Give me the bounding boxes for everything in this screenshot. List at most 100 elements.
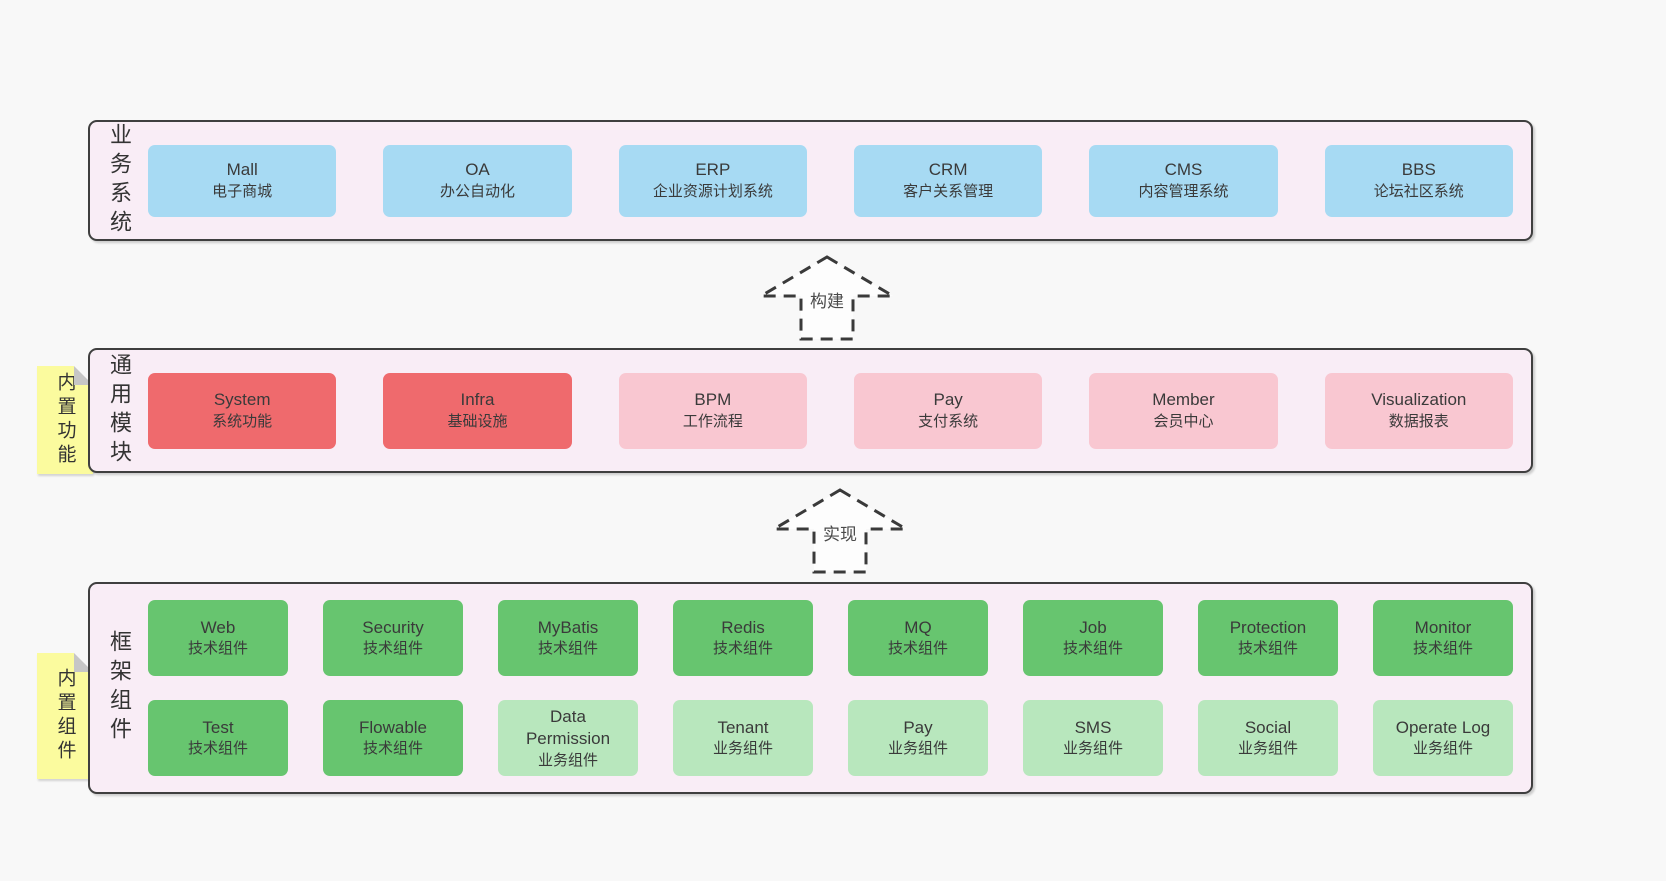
box-crm: CRM 客户关系管理 <box>853 144 1043 217</box>
module-description: 业务组件 <box>1237 740 1298 758</box>
module-name: Monitor <box>1414 617 1472 637</box>
module-name: Operate Log <box>1395 717 1491 737</box>
module-name: Protection <box>1229 617 1307 637</box>
box-mq: MQ 技术组件 <box>848 600 988 676</box>
box-oa: OA 办公自动化 <box>383 144 572 217</box>
module-name: ERP <box>695 160 731 180</box>
box-protection: Protection 技术组件 <box>1198 600 1338 676</box>
module-description: 客户关系管理 <box>903 182 994 200</box>
build-arrow: 构建 <box>757 253 897 343</box>
module-description: 业务组件 <box>712 740 773 758</box>
module-description: 技术组件 <box>537 640 598 658</box>
module-description: 电子商城 <box>212 182 273 200</box>
implement-arrow-label: 实现 <box>820 520 860 545</box>
panel-label-common-modules: 通用模块 <box>107 352 132 469</box>
module-name: BBS <box>1401 160 1436 180</box>
box-redis: Redis 技术组件 <box>673 600 813 676</box>
module-name: CMS <box>1164 160 1203 180</box>
module-name: Flowable <box>358 717 428 737</box>
module-name: Web <box>200 617 236 637</box>
module-description: 数据报表 <box>1388 412 1449 430</box>
sticky-tab-label: 内置功能 <box>54 372 76 468</box>
box-web: Web 技术组件 <box>148 600 288 676</box>
module-name: SMS <box>1074 717 1112 737</box>
module-description: 技术组件 <box>187 740 248 758</box>
box-data-permission: Data Permission 业务组件 <box>498 700 638 776</box>
module-name: Visualization <box>1371 390 1467 410</box>
box-tenant: Tenant 业务组件 <box>673 700 813 776</box>
module-description: 论坛社区系统 <box>1373 182 1464 200</box>
box-erp: ERP 企业资源计划系统 <box>618 144 807 217</box>
module-name: Data Permission <box>525 706 611 749</box>
box-flowable: Flowable 技术组件 <box>323 700 463 776</box>
module-name: OA <box>465 160 490 180</box>
module-name: Member <box>1152 390 1215 410</box>
module-description: 技术组件 <box>887 640 948 658</box>
module-description: 技术组件 <box>1412 640 1473 658</box>
box-mybatis: MyBatis 技术组件 <box>498 600 638 676</box>
module-name: Social <box>1244 717 1292 737</box>
module-description: 业务组件 <box>887 740 948 758</box>
sticky-tab-built-in-components: 内置组件 <box>37 653 93 779</box>
module-description: 办公自动化 <box>439 182 515 200</box>
box-social: Social 业务组件 <box>1198 700 1338 776</box>
module-description: 内容管理系统 <box>1138 182 1229 200</box>
box-infra: Infra 基础设施 <box>383 372 572 449</box>
box-bpm: BPM 工作流程 <box>618 372 807 449</box>
box-operate-log: Operate Log 业务组件 <box>1373 700 1513 776</box>
module-name: CRM <box>928 160 968 180</box>
module-description: 技术组件 <box>1062 640 1123 658</box>
box-system: System 系统功能 <box>148 372 337 449</box>
module-name: MyBatis <box>537 617 599 637</box>
module-description: 工作流程 <box>682 412 743 430</box>
module-name: Redis <box>721 617 765 637</box>
module-description: 技术组件 <box>1237 640 1298 658</box>
module-description: 企业资源计划系统 <box>652 182 773 200</box>
module-name: Infra <box>460 390 495 410</box>
box-bbs: BBS 论坛社区系统 <box>1324 144 1513 217</box>
module-name: Mall <box>226 160 258 180</box>
module-name: Tenant <box>717 717 769 737</box>
module-name: Job <box>1079 617 1107 637</box>
module-name: MQ <box>904 617 932 637</box>
module-description: 支付系统 <box>918 412 979 430</box>
module-name: System <box>213 390 271 410</box>
panel-business-systems: 业务系统 Mall 电子商城 OA 办公自动化 ERP 企业资源计划系统 CRM 客户关系管理… <box>88 120 1533 241</box>
box-cms: CMS 内容管理系统 <box>1089 144 1278 217</box>
box-pay: Pay 业务组件 <box>848 700 988 776</box>
module-name: Pay <box>903 717 933 737</box>
module-description: 业务组件 <box>537 751 598 769</box>
module-box-row: Mall 电子商城 OA 办公自动化 ERP 企业资源计划系统 CRM 客户关系管理 CMS 内容… <box>148 144 1513 217</box>
sticky-tab-built-in-features: 内置功能 <box>37 366 93 474</box>
module-name: Test <box>202 717 234 737</box>
box-test: Test 技术组件 <box>148 700 288 776</box>
business-systems-boxes: Mall 电子商城 OA 办公自动化 ERP 企业资源计划系统 CRM 客户关系管理 CMS 内容… <box>148 122 1531 239</box>
sticky-tab-label: 内置组件 <box>54 668 76 764</box>
implement-arrow: 实现 <box>770 486 910 576</box>
module-description: 技术组件 <box>712 640 773 658</box>
box-monitor: Monitor 技术组件 <box>1373 600 1513 676</box>
module-description: 会员中心 <box>1153 412 1214 430</box>
build-arrow-label: 构建 <box>807 287 847 312</box>
module-description: 业务组件 <box>1412 740 1473 758</box>
module-name: BPM <box>694 390 732 410</box>
module-description: 系统功能 <box>212 412 273 430</box>
box-job: Job 技术组件 <box>1023 600 1163 676</box>
box-member: Member 会员中心 <box>1089 372 1278 449</box>
module-description: 基础设施 <box>447 412 508 430</box>
module-description: 技术组件 <box>362 740 423 758</box>
module-description: 技术组件 <box>362 640 423 658</box>
module-description: 技术组件 <box>187 640 248 658</box>
panel-label-business-systems: 业务系统 <box>107 122 132 239</box>
box-mall: Mall 电子商城 <box>148 144 337 217</box>
